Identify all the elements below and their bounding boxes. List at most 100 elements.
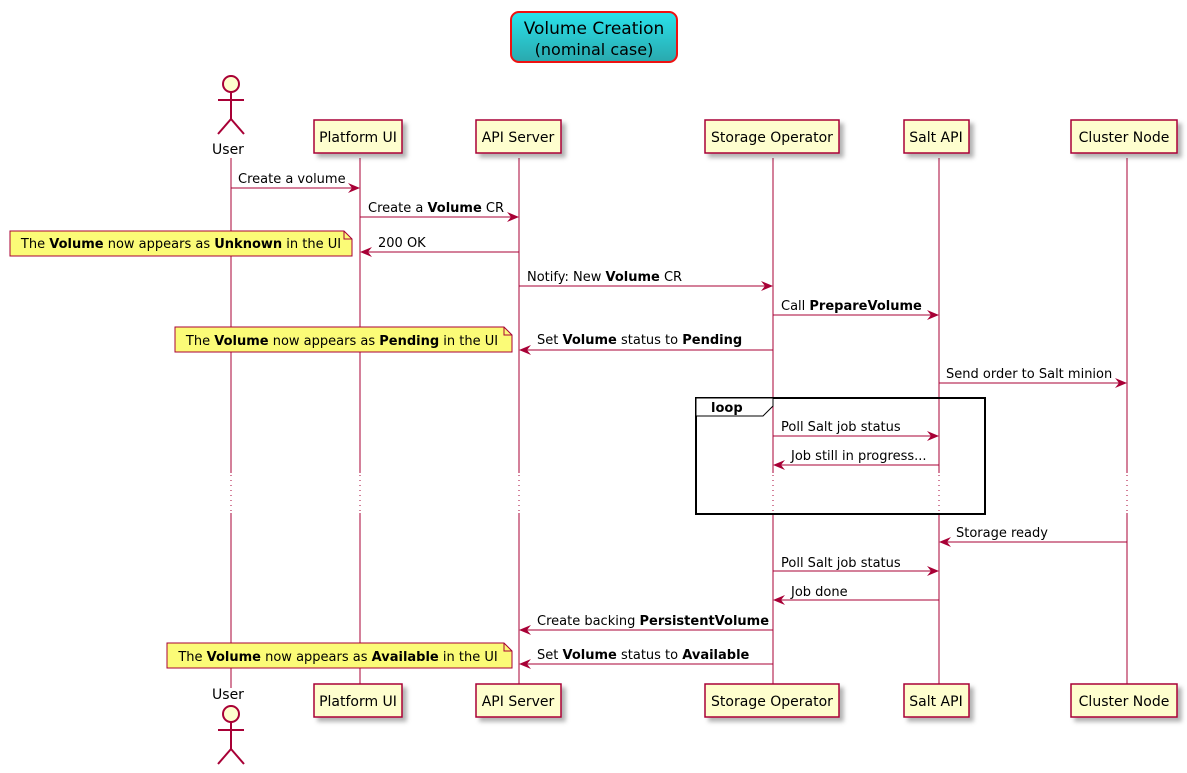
- note-text: The Volume now appears as Pending in the…: [185, 334, 498, 349]
- lifeline-gaps: [230, 475, 1128, 511]
- participant-label: Platform UI: [319, 694, 397, 710]
- actor-user-bottom: [217, 705, 245, 765]
- text-run: now appears as: [261, 650, 372, 665]
- participant-api-server-bottom: API Server: [475, 683, 562, 718]
- text-run: in the UI: [439, 650, 498, 665]
- bold-run: Volume: [605, 270, 660, 285]
- participant-platform-ui-bottom: Platform UI: [313, 683, 403, 718]
- participant-label: Salt API: [909, 130, 962, 146]
- text-run: Set: [537, 648, 562, 663]
- participant-cluster-node-top: Cluster Node: [1070, 119, 1178, 154]
- bold-run: Unknown: [214, 237, 282, 252]
- message-create-persistent-volume: Create backing PersistentVolume: [519, 614, 773, 635]
- text-run: CR: [482, 201, 504, 216]
- participant-platform-ui-top: Platform UI: [313, 119, 403, 154]
- loop-label: loop: [711, 401, 743, 416]
- participant-label: Storage Operator: [711, 694, 833, 710]
- participant-label: Storage Operator: [711, 130, 833, 146]
- bold-run: Volume: [562, 648, 617, 663]
- text-run: CR: [660, 270, 682, 285]
- bold-run: PrepareVolume: [809, 299, 922, 314]
- message-job-done: Job done: [773, 585, 939, 605]
- message-job-in-progress: Job still in progress...: [773, 449, 939, 470]
- message-poll-job-status-1: Poll Salt job status: [773, 420, 939, 441]
- text-run: Call: [781, 299, 809, 314]
- note-pending: The Volume now appears as Pending in the…: [174, 326, 513, 353]
- note-text: The Volume now appears as Available in t…: [177, 650, 497, 665]
- message-label: Create a volume: [238, 172, 346, 187]
- text-run: Job done: [790, 585, 848, 600]
- text-run: Poll Salt job status: [781, 420, 901, 435]
- participant-label: Cluster Node: [1079, 130, 1170, 146]
- text-run: The: [177, 650, 206, 665]
- message-label: Poll Salt job status: [781, 556, 901, 571]
- message-storage-ready: Storage ready: [939, 526, 1127, 547]
- message-200-ok: 200 OK: [360, 236, 519, 257]
- bold-run: Volume: [49, 237, 104, 252]
- message-create-volume-cr: Create a Volume CR: [360, 201, 519, 222]
- message-label: Storage ready: [956, 526, 1048, 541]
- participant-api-server-top: API Server: [475, 119, 562, 154]
- bold-run: PersistentVolume: [639, 614, 769, 629]
- participant-storage-operator-bottom: Storage Operator: [704, 683, 840, 718]
- title-line-1: Volume Creation: [524, 19, 665, 39]
- text-run: The: [20, 237, 49, 252]
- text-run: Create a: [368, 201, 427, 216]
- bold-run: Volume: [207, 650, 262, 665]
- bold-run: Volume: [562, 333, 617, 348]
- message-label: 200 OK: [378, 236, 426, 251]
- note-text: The Volume now appears as Unknown in the…: [20, 237, 341, 252]
- participant-label: API Server: [482, 694, 555, 710]
- text-run: now appears as: [104, 237, 215, 252]
- text-run: in the UI: [439, 334, 498, 349]
- bold-run: Volume: [427, 201, 482, 216]
- message-set-status-available: Set Volume status to Available: [519, 648, 773, 669]
- message-set-status-pending: Set Volume status to Pending: [519, 333, 773, 355]
- note-unknown: The Volume now appears as Unknown in the…: [9, 230, 353, 257]
- message-label: Job still in progress...: [790, 449, 927, 464]
- text-run: status to: [617, 333, 682, 348]
- message-label: Create backing PersistentVolume: [537, 614, 769, 629]
- message-label: Job done: [790, 585, 848, 600]
- participant-salt-api-top: Salt API: [903, 119, 970, 154]
- participant-label: Salt API: [909, 694, 962, 710]
- text-run: Send order to Salt minion: [946, 367, 1112, 382]
- diagram-title: Volume Creation (nominal case): [510, 11, 678, 63]
- participant-label: API Server: [482, 130, 555, 146]
- message-create-volume: Create a volume: [231, 172, 360, 193]
- participant-user-label-top: User: [212, 142, 244, 158]
- loop-fragment: loop: [695, 397, 986, 515]
- lifelines: [230, 158, 1128, 688]
- message-label: Call PrepareVolume: [781, 299, 922, 314]
- message-send-order: Send order to Salt minion: [939, 367, 1127, 388]
- bold-run: Volume: [214, 334, 269, 349]
- text-run: Notify: New: [527, 270, 605, 285]
- text-run: Create a volume: [238, 172, 346, 187]
- text-run: Job still in progress...: [790, 449, 927, 464]
- participant-user-label-bottom: User: [212, 687, 244, 703]
- text-run: status to: [617, 648, 682, 663]
- text-run: Storage ready: [956, 526, 1048, 541]
- participant-label: Cluster Node: [1079, 694, 1170, 710]
- participant-storage-operator-top: Storage Operator: [704, 119, 840, 154]
- text-run: in the UI: [282, 237, 341, 252]
- message-notify-new-volume: Notify: New Volume CR: [519, 270, 773, 291]
- message-label: Create a Volume CR: [368, 201, 504, 216]
- bold-run: Available: [682, 648, 749, 663]
- text-run: Create backing: [537, 614, 639, 629]
- participant-salt-api-bottom: Salt API: [903, 683, 970, 718]
- participant-cluster-node-bottom: Cluster Node: [1070, 683, 1178, 718]
- text-run: now appears as: [269, 334, 380, 349]
- text-run: Set: [537, 333, 562, 348]
- bold-run: Pending: [379, 334, 439, 349]
- participant-label: Platform UI: [319, 130, 397, 146]
- text-run: Poll Salt job status: [781, 556, 901, 571]
- bold-run: Pending: [682, 333, 742, 348]
- text-run: The: [185, 334, 214, 349]
- note-available: The Volume now appears as Available in t…: [166, 642, 513, 669]
- actor-head-icon: [222, 75, 240, 93]
- actor-user-top: [217, 75, 245, 135]
- message-label: Set Volume status to Available: [537, 648, 750, 663]
- text-run: 200 OK: [378, 236, 426, 251]
